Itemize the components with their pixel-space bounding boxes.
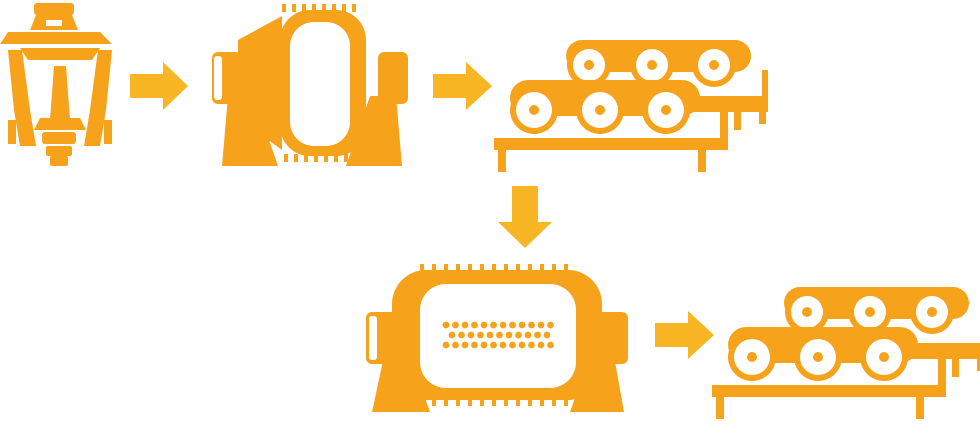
grinding-ball [480, 321, 488, 329]
vibrating-screen-icon [712, 287, 980, 419]
grinding-ball [543, 331, 551, 339]
grinding-ball [499, 321, 507, 329]
grinding-ball [461, 341, 469, 349]
vibrating-screen-icon [494, 40, 768, 172]
grinding-ball [518, 341, 526, 349]
grinding-ball [499, 341, 507, 349]
ball-mill-icon [366, 264, 628, 412]
arrow-right-icon [130, 62, 188, 110]
grinding-ball [486, 331, 494, 339]
grinding-ball [509, 321, 516, 329]
grinding-ball [477, 331, 484, 339]
grinding-ball [524, 331, 532, 339]
grinding-ball [496, 331, 503, 339]
grinding-ball [509, 341, 516, 349]
grinding-ball [461, 321, 469, 329]
grinding-ball [471, 341, 478, 349]
grinding-ball [518, 321, 526, 329]
grinding-ball [480, 341, 488, 349]
grinding-ball [534, 331, 541, 339]
rod-mill-icon [212, 4, 408, 166]
grinding-ball [505, 331, 513, 339]
arrow-right-icon [433, 62, 492, 110]
grinding-ball [448, 331, 456, 339]
arrow-right-icon [655, 311, 714, 359]
grinding-ball [490, 341, 497, 349]
grinding-ball [547, 341, 554, 349]
grinding-ball [442, 321, 450, 329]
grinding-ball [452, 321, 459, 329]
arrow-down-icon [498, 186, 552, 248]
grinding-ball [458, 331, 465, 339]
grinding-ball [537, 321, 545, 329]
grinding-ball [471, 321, 478, 329]
grinding-ball [467, 331, 475, 339]
grinding-ball [490, 321, 497, 329]
grinding-ball [547, 321, 554, 329]
grinding-ball [528, 341, 535, 349]
grinding-ball [537, 341, 545, 349]
grinding-ball [442, 341, 450, 349]
grinding-ball [515, 331, 522, 339]
cone-crusher-icon [0, 3, 112, 166]
grinding-ball [528, 321, 535, 329]
grinding-ball [452, 341, 459, 349]
